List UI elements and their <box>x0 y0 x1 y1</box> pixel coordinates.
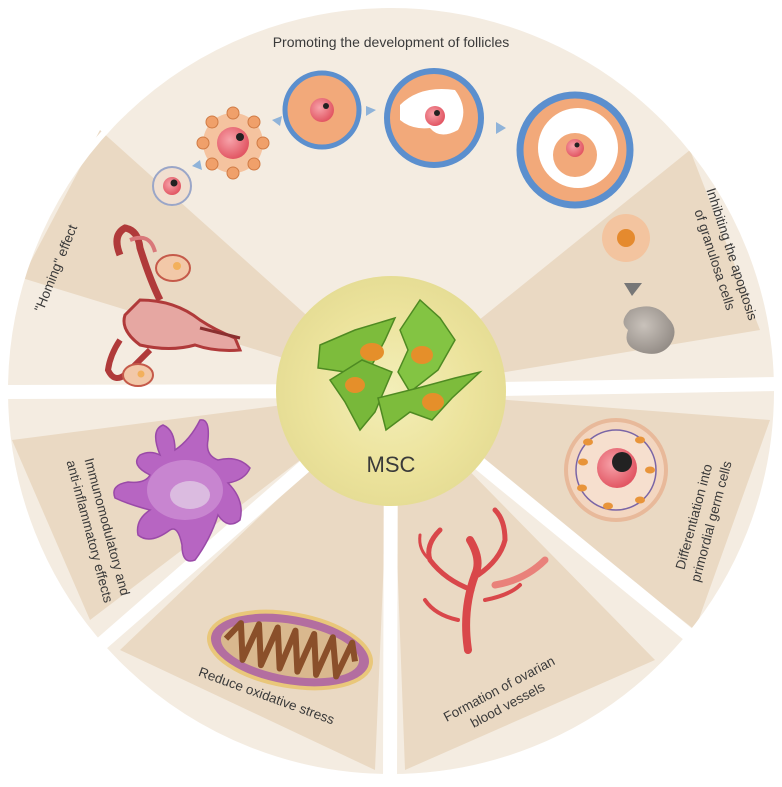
granulosa-cell-icon <box>602 214 650 262</box>
uterus-ovary-icon <box>104 224 243 387</box>
wedge-vessels <box>391 391 655 770</box>
mitochondrion-icon <box>207 609 373 691</box>
apoptosis-arrow <box>624 283 642 296</box>
center-label: MSC <box>367 452 416 477</box>
macrophage-icon <box>113 419 251 562</box>
follicles-title: Promoting the development of follicles <box>273 34 510 50</box>
blood-vessel-icon <box>418 507 549 654</box>
msc-cells-icon <box>317 298 483 432</box>
primordial-germ-cell-icon <box>564 418 668 522</box>
apoptotic-cell-icon <box>623 306 675 354</box>
follicle-stage-icon <box>152 68 634 209</box>
